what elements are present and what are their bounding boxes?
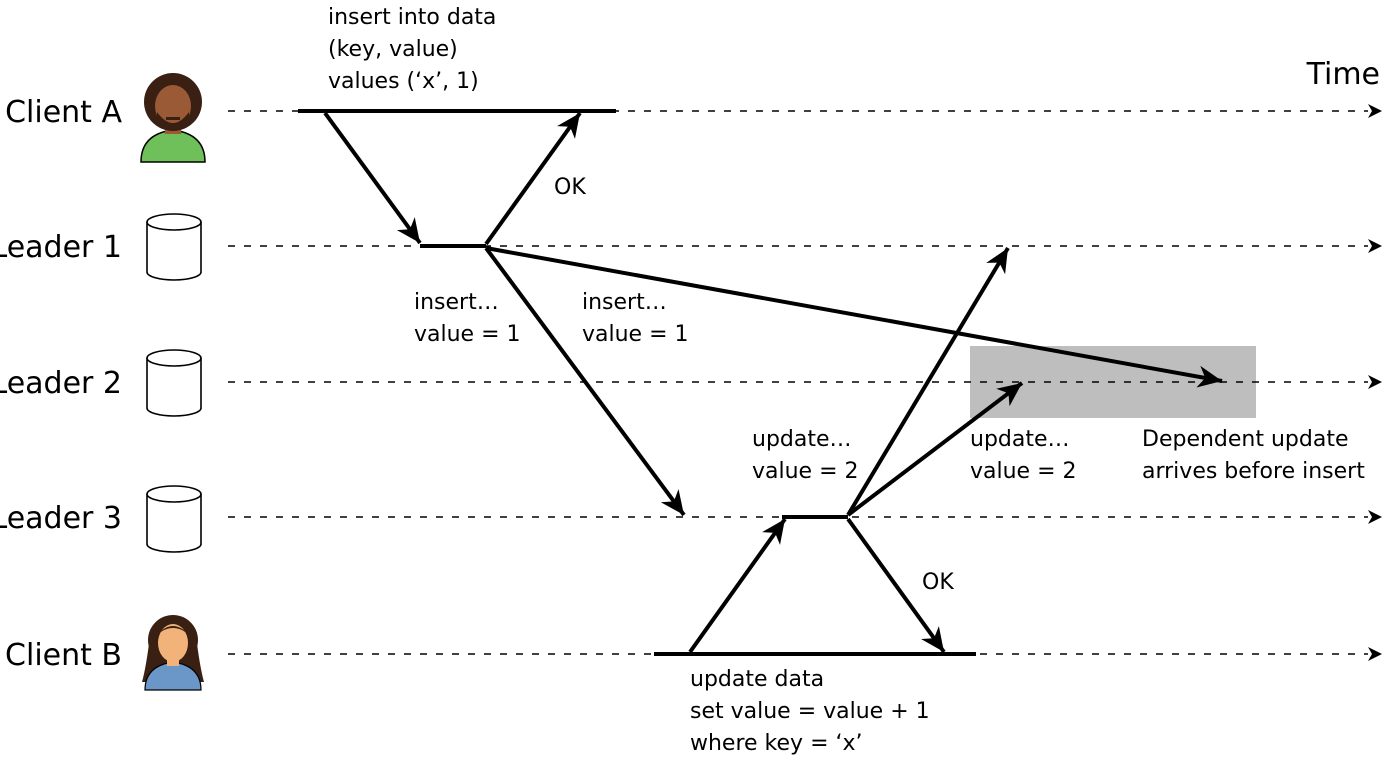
insert-replication-to-leader-2-arrow-head	[1196, 365, 1222, 388]
update-note-line: value = 2	[752, 459, 859, 484]
lane-label-client-a: Client A	[5, 95, 122, 130]
leader-3-database-icon	[146, 485, 202, 553]
ok-a-label: OK	[554, 175, 586, 200]
update-to-leader-2-note: update… value = 2	[970, 427, 1077, 484]
timeline-arrowhead	[1368, 647, 1382, 661]
timeline-arrowhead	[1368, 104, 1382, 118]
highlight-caption-line: Dependent update	[1142, 427, 1349, 452]
client-a-query-line: insert into data	[328, 5, 496, 30]
update-replication-to-leader-1-arrow-head	[986, 248, 1008, 275]
highlight-caption: Dependent update arrives before insert	[1142, 427, 1365, 484]
lane-label-client-b: Client B	[5, 638, 122, 673]
ok-b-label: OK	[922, 570, 954, 595]
client-a-query-line: (key, value)	[328, 37, 458, 62]
highlight-caption-line: arrives before insert	[1142, 459, 1365, 484]
insert-request-arrow-head	[396, 217, 420, 243]
client-b-query-line: update data	[690, 667, 824, 692]
man-avatar-icon	[140, 73, 206, 163]
client-a-query-note: insert into data (key, value) values (‘x…	[328, 5, 503, 94]
update-note-line: update…	[970, 427, 1070, 452]
woman-avatar-icon	[142, 615, 204, 691]
insert-replication-to-leader-3-arrow	[484, 246, 686, 517]
insert-replication-to-leader-3-arrow-head	[660, 489, 684, 515]
client-b-query-note: update data set value = value + 1 where …	[690, 667, 937, 756]
update-request-arrow	[688, 517, 787, 654]
lane-label-leader-1: Leader 1	[0, 230, 122, 265]
update-replication-to-leader-2-arrow	[846, 381, 1024, 517]
insert-to-leader-3-note: insert… value = 1	[414, 290, 521, 347]
ok-response-to-client-b-arrow	[846, 517, 946, 654]
leader-1-database-icon	[146, 213, 202, 281]
ok-response-to-client-b-arrow-head	[921, 626, 944, 652]
update-note-line: value = 2	[970, 459, 1077, 484]
time-axis-label: Time	[1306, 57, 1380, 92]
update-replication-to-leader-2-arrow-head	[996, 383, 1022, 407]
ok-response-to-client-a-arrow-head	[557, 113, 580, 139]
insert-request-arrow	[323, 111, 422, 245]
lane-label-leader-3: Leader 3	[0, 501, 122, 536]
leader-2-database-icon	[146, 349, 202, 417]
timeline-arrowhead	[1368, 375, 1382, 389]
update-replication-to-leader-1-arrow	[846, 246, 1010, 517]
insert-note-line: value = 1	[582, 322, 689, 347]
update-to-leader-1-note: update… value = 2	[752, 427, 859, 484]
ok-response-to-client-a-arrow	[484, 111, 582, 246]
client-b-query-line: where key = ‘x’	[690, 731, 863, 756]
insert-to-leader-2-note: insert… value = 1	[582, 290, 689, 347]
client-b-query-line: set value = value + 1	[690, 699, 930, 724]
insert-note-line: insert…	[582, 290, 667, 315]
lane-label-leader-2: Leader 2	[0, 366, 122, 401]
insert-note-line: insert…	[414, 290, 499, 315]
timeline-arrowhead	[1368, 239, 1382, 253]
insert-replication-to-leader-2-arrow	[485, 246, 1223, 383]
client-a-query-line: values (‘x’, 1)	[328, 69, 479, 94]
update-request-arrow-head	[762, 519, 785, 545]
insert-note-line: value = 1	[414, 322, 521, 347]
timeline-arrowhead	[1368, 510, 1382, 524]
update-note-line: update…	[752, 427, 852, 452]
